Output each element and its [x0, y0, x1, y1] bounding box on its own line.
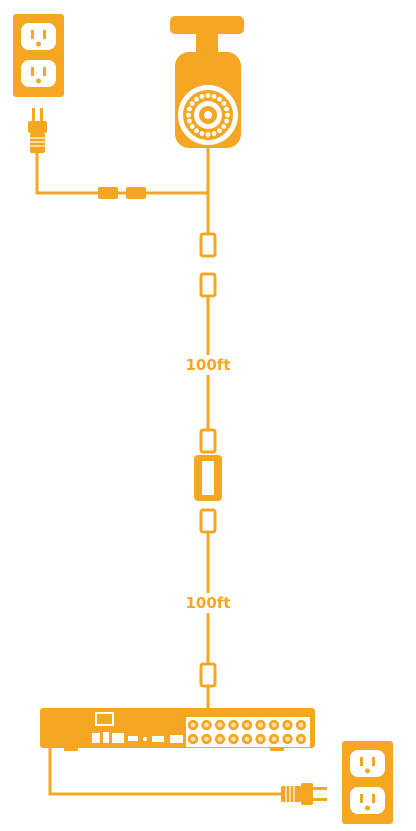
cable-connector-icon	[199, 232, 217, 298]
cable-coupler-icon	[194, 455, 222, 501]
cable-length-label-2: 100ft	[183, 593, 233, 613]
camera-power-cable	[35, 152, 208, 195]
cable-connector-icon	[199, 662, 217, 688]
wall-outlet-icon	[13, 14, 64, 97]
dvr-power-cable	[48, 748, 282, 796]
security-camera-icon	[170, 16, 244, 148]
dvr-recorder-icon	[40, 708, 315, 751]
power-plug-icon	[28, 108, 47, 153]
power-plug-icon	[281, 783, 327, 805]
wall-outlet-icon	[342, 741, 393, 824]
power-connector	[98, 187, 146, 199]
cable-connector-icon	[199, 508, 217, 534]
cable-length-label-1: 100ft	[183, 355, 233, 375]
cable-connector-icon	[199, 428, 217, 454]
